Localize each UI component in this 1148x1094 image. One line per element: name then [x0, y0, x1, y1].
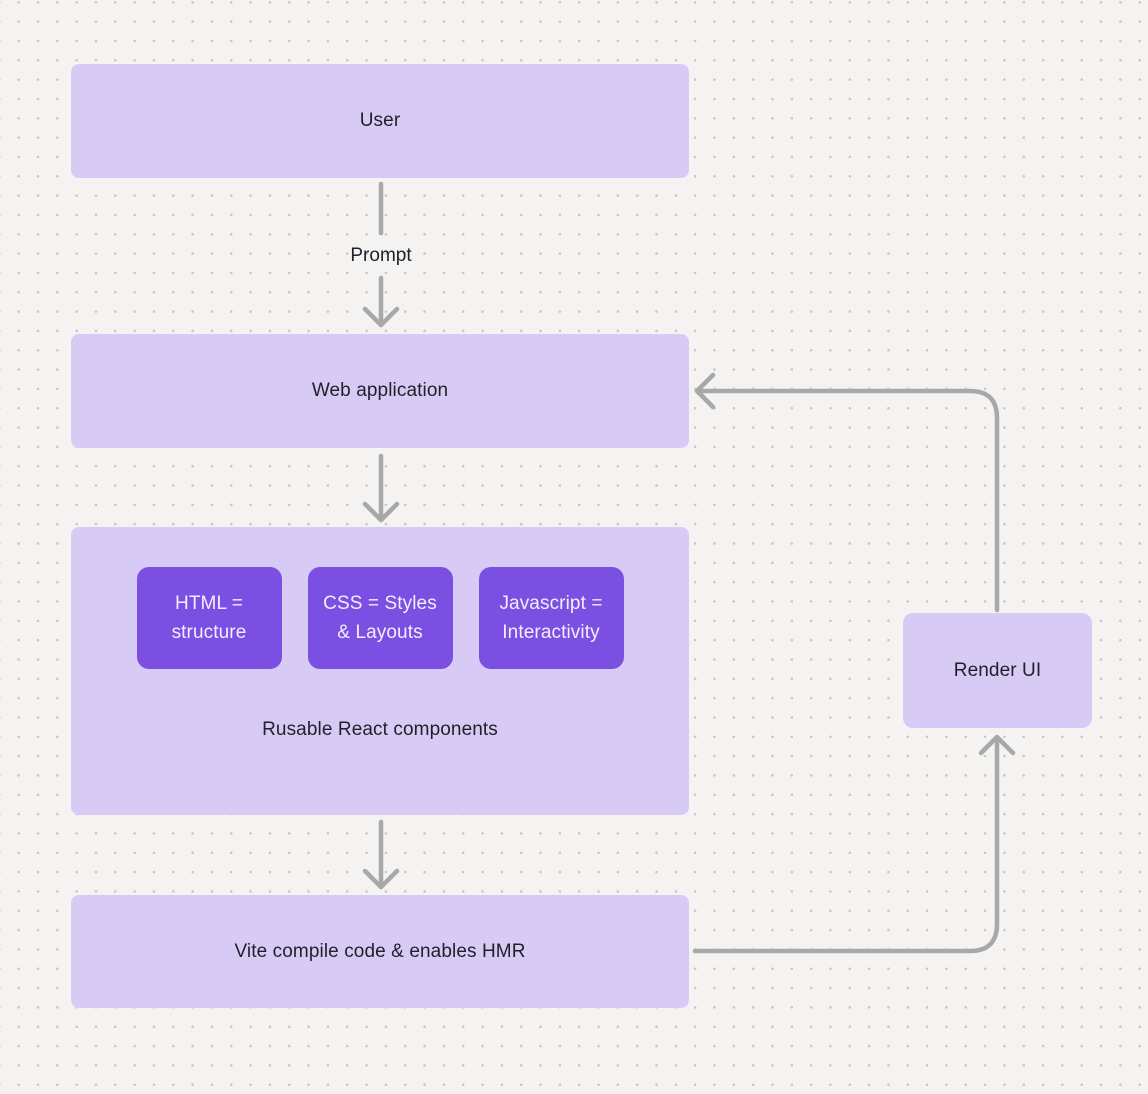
- node-components-group[interactable]: HTML = structure CSS = Styles & Layouts …: [71, 527, 689, 815]
- node-user[interactable]: User: [71, 64, 689, 178]
- edge-label-prompt[interactable]: Prompt: [350, 245, 412, 266]
- node-html-structure[interactable]: HTML = structure: [136, 567, 282, 669]
- node-javascript-interactivity-label: Javascript = Interactivity: [499, 593, 603, 643]
- arrow-renderui-to-webapp: [694, 372, 1000, 613]
- node-render-ui[interactable]: Render UI: [903, 613, 1092, 728]
- components-group-caption: Rusable React components: [262, 719, 498, 740]
- arrow-vite-to-renderui: [692, 734, 1016, 954]
- node-web-application[interactable]: Web application: [71, 334, 689, 448]
- arrow-components-to-vite: [362, 819, 400, 890]
- arrow-webapp-to-components: [362, 453, 400, 523]
- node-render-ui-label: Render UI: [953, 659, 1042, 681]
- components-chip-row: HTML = structure CSS = Styles & Layouts …: [71, 567, 689, 669]
- node-vite-compile[interactable]: Vite compile code & enables HMR: [71, 895, 689, 1008]
- node-user-label: User: [359, 110, 401, 131]
- node-web-application-label: Web application: [311, 380, 449, 401]
- node-javascript-interactivity[interactable]: Javascript = Interactivity: [478, 567, 624, 669]
- node-vite-compile-label: Vite compile code & enables HMR: [234, 940, 526, 962]
- node-html-structure-label: HTML = structure: [171, 593, 247, 643]
- node-css-styles[interactable]: CSS = Styles & Layouts: [307, 567, 453, 669]
- node-css-styles-label: CSS = Styles & Layouts: [323, 593, 437, 643]
